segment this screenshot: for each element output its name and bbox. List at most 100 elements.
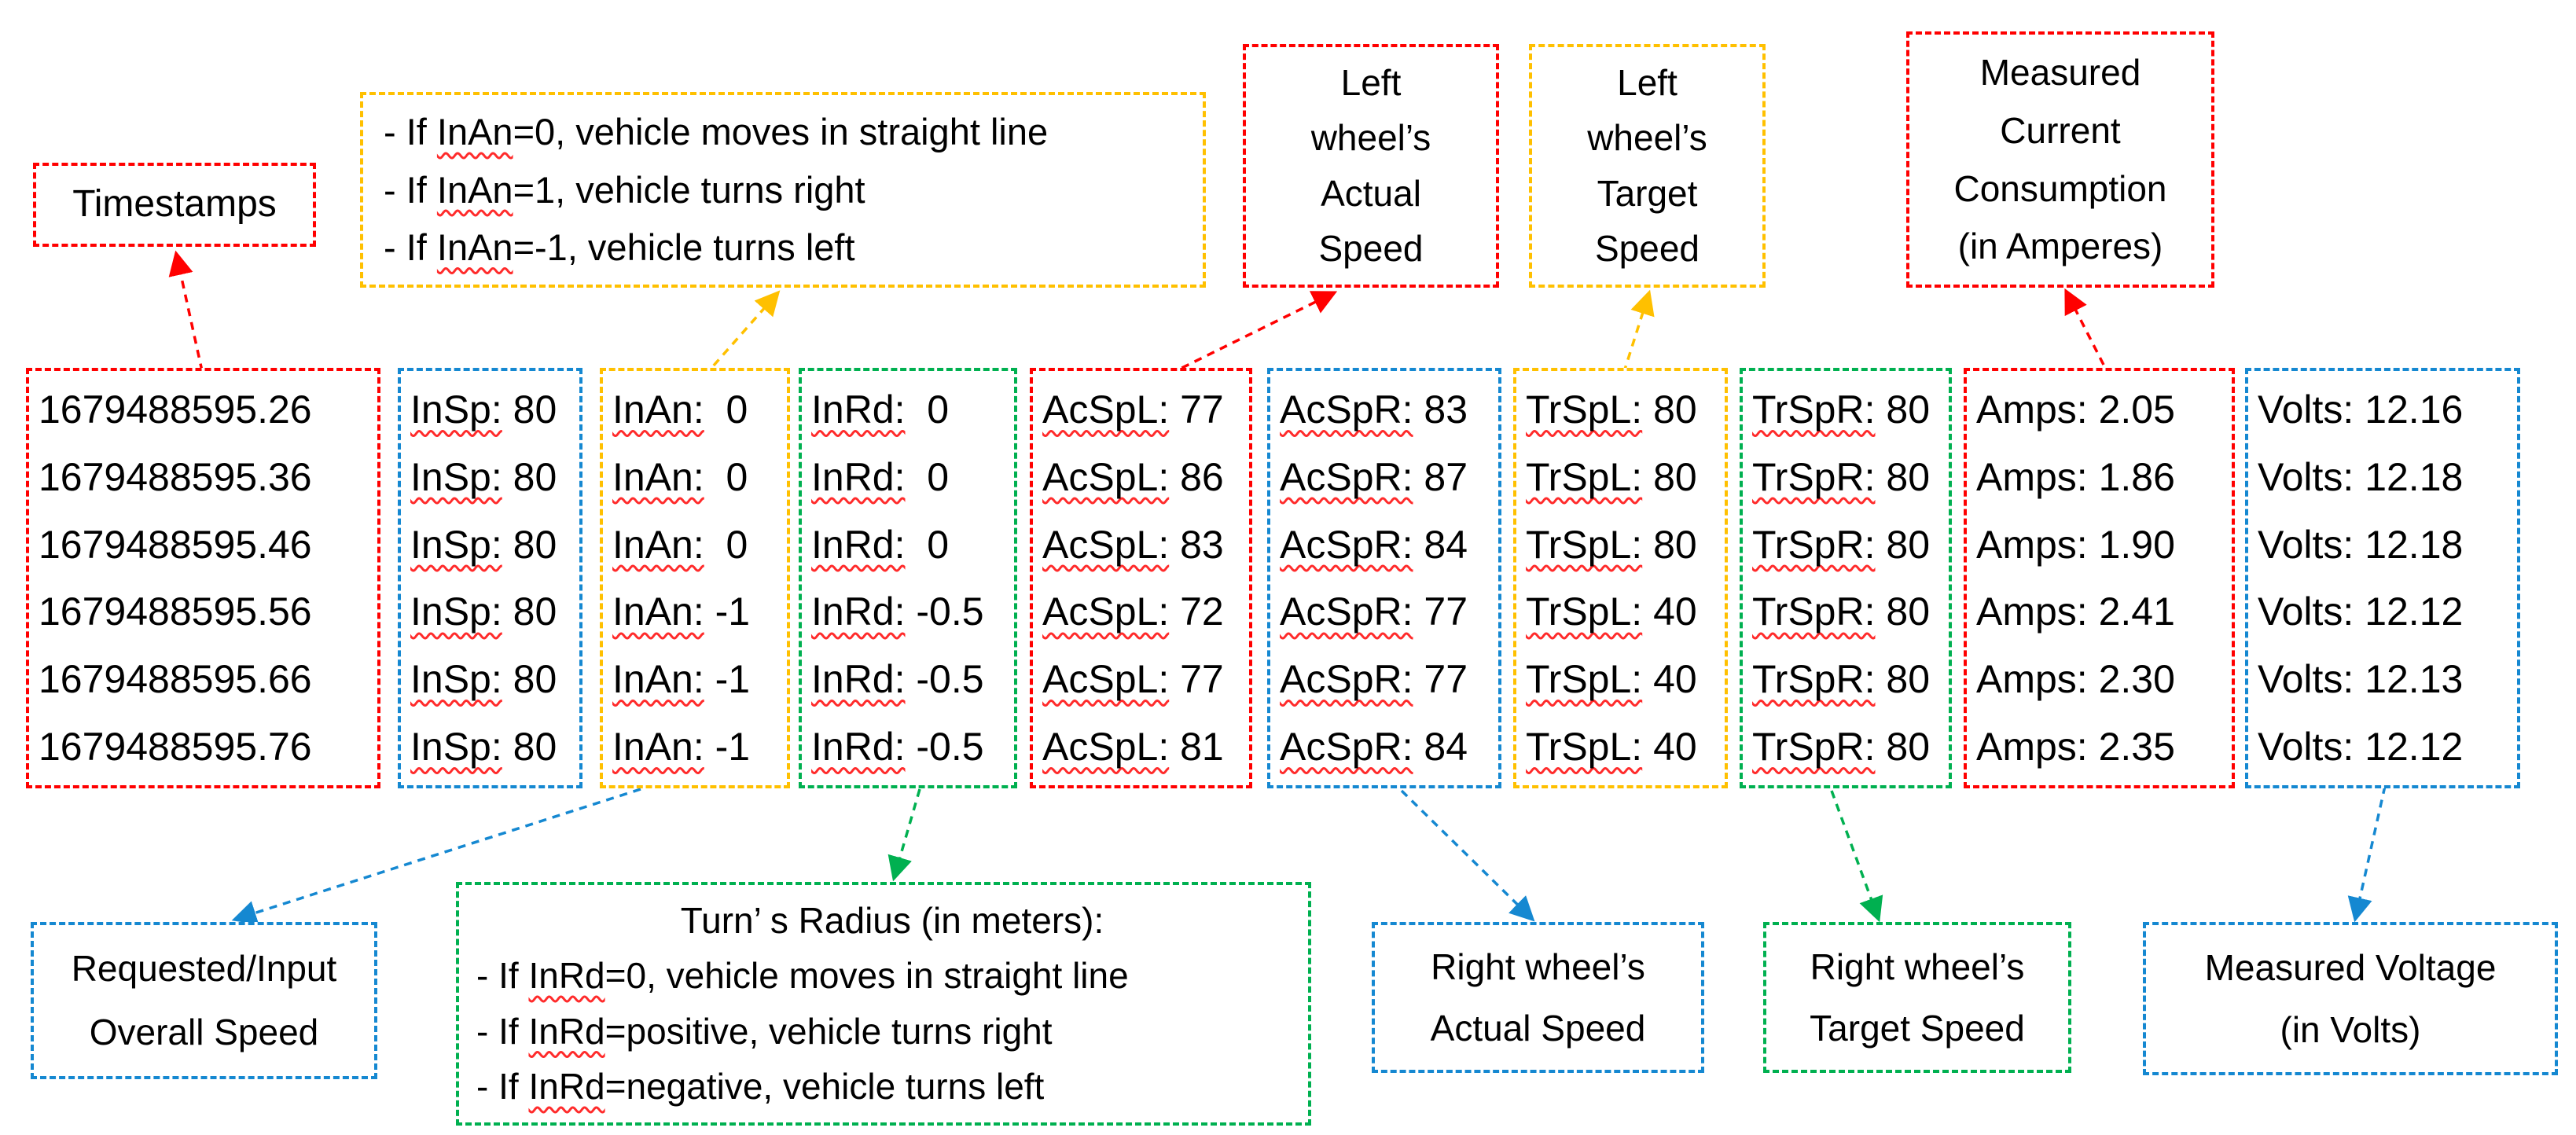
note-line: Speed bbox=[1594, 228, 1700, 270]
log-cell-label: InRd: bbox=[811, 725, 906, 770]
log-cell: 1679488595.66 bbox=[29, 659, 377, 699]
note-line: Overall Speed bbox=[89, 1012, 319, 1053]
note-line: - If InAn=1, vehicle turns right bbox=[384, 168, 865, 211]
log-cell-value: 80 bbox=[1875, 387, 1931, 432]
log-cell-value: 0 bbox=[905, 522, 950, 567]
log-cell: TrSpR: 80 bbox=[1743, 727, 1949, 766]
note-line: Actual bbox=[1321, 172, 1421, 214]
log-cell: InSp: 80 bbox=[401, 457, 579, 497]
log-cell-label: InSp: bbox=[410, 590, 502, 634]
log-cell: Amps: 1.86 bbox=[1967, 457, 2232, 497]
log-cell-label: TrSpL: bbox=[1526, 522, 1643, 567]
log-cell-value: 80 bbox=[1642, 387, 1697, 432]
log-cell-label: AcSpR: bbox=[1280, 454, 1413, 499]
log-cell-label: TrSpR: bbox=[1752, 657, 1876, 702]
log-cell: InRd: 0 bbox=[802, 525, 1014, 564]
log-cell-value: 12.12 bbox=[2354, 725, 2464, 770]
log-cell: TrSpR: 80 bbox=[1743, 390, 1949, 429]
log-cell: TrSpR: 80 bbox=[1743, 592, 1949, 631]
log-cell-value: 2.30 bbox=[2087, 657, 2175, 702]
log-cell-label: InSp: bbox=[410, 657, 502, 702]
log-cell-value: 0 bbox=[704, 522, 748, 567]
log-cell-label: Volts: bbox=[2258, 590, 2354, 634]
log-cell: TrSpL: 40 bbox=[1516, 592, 1725, 631]
note-inan-rules: - If InAn=0, vehicle moves in straight l… bbox=[360, 92, 1206, 288]
log-cell: InRd: -0.5 bbox=[802, 659, 1014, 699]
log-cell: InAn: -1 bbox=[603, 727, 787, 766]
log-cell-value: 0 bbox=[905, 387, 950, 432]
log-cell-label: InAn: bbox=[612, 725, 704, 770]
log-cell: AcSpL: 86 bbox=[1033, 457, 1249, 497]
log-cell-value: 80 bbox=[502, 522, 557, 567]
log-cell-value: 87 bbox=[1413, 454, 1468, 499]
log-cell: TrSpL: 80 bbox=[1516, 525, 1725, 564]
note-line: - If InRd=negative, vehicle turns left bbox=[476, 1066, 1045, 1107]
note-line: Left bbox=[1340, 61, 1402, 103]
log-cell-value: 83 bbox=[1169, 522, 1224, 567]
note-left-wheel-actual-speed: Left wheel’s Actual Speed bbox=[1243, 44, 1499, 288]
log-cell-label: InAn: bbox=[612, 522, 704, 567]
log-cell: InRd: -0.5 bbox=[802, 727, 1014, 766]
log-cell-label: TrSpR: bbox=[1752, 387, 1876, 432]
log-cell-label: TrSpR: bbox=[1752, 590, 1876, 634]
log-cell-value: 0 bbox=[704, 387, 748, 432]
log-cell-value: 84 bbox=[1413, 725, 1468, 770]
log-cell-label: InRd: bbox=[811, 657, 906, 702]
misspelled-word: InRd bbox=[528, 955, 605, 997]
log-cell-label: Volts: bbox=[2258, 657, 2354, 702]
arrow-amps bbox=[2064, 288, 2105, 365]
log-cell: TrSpR: 80 bbox=[1743, 525, 1949, 564]
log-cell-value: 1.86 bbox=[2087, 454, 2175, 499]
log-cell-label: Volts: bbox=[2258, 725, 2354, 770]
log-cell: Amps: 2.41 bbox=[1967, 592, 2232, 631]
note-right-wheel-actual-speed: Right wheel’s Actual Speed bbox=[1372, 922, 1704, 1073]
note-line: - If InAn=-1, vehicle turns left bbox=[384, 226, 855, 268]
log-cell-value: 0 bbox=[704, 454, 748, 499]
log-cell-label: Amps: bbox=[1976, 590, 2088, 634]
note-line: Measured bbox=[1979, 52, 2141, 94]
log-cell-label: AcSpL: bbox=[1042, 725, 1170, 770]
log-cell-label: AcSpR: bbox=[1280, 590, 1413, 634]
log-cell-label: AcSpL: bbox=[1042, 454, 1170, 499]
log-cell-value: -1 bbox=[704, 657, 751, 702]
log-cell-label: Amps: bbox=[1976, 387, 2088, 432]
log-cell: InAn: -1 bbox=[603, 659, 787, 699]
log-cell: InSp: 80 bbox=[401, 659, 579, 699]
log-cell-value: 1679488595.66 bbox=[39, 657, 312, 702]
log-cell-value: 81 bbox=[1169, 725, 1224, 770]
note-title: Turn’ s Radius (in meters): bbox=[680, 899, 1104, 941]
note-line: Target bbox=[1597, 172, 1698, 214]
log-cell-value: 40 bbox=[1642, 657, 1697, 702]
arrow-trspr bbox=[1830, 790, 1883, 923]
log-cell-value: 40 bbox=[1642, 590, 1697, 634]
log-cell: InSp: 80 bbox=[401, 592, 579, 631]
log-cell-label: AcSpL: bbox=[1042, 590, 1170, 634]
misspelled-word: InAn bbox=[436, 111, 513, 153]
log-cell: InAn: 0 bbox=[603, 525, 787, 564]
arrow-volts bbox=[2347, 785, 2387, 923]
log-cell-label: TrSpR: bbox=[1752, 725, 1876, 770]
log-cell-label: InAn: bbox=[612, 387, 704, 432]
log-cell-value: 0 bbox=[905, 454, 950, 499]
log-cell-value: 80 bbox=[502, 387, 557, 432]
log-cell-value: 80 bbox=[1875, 657, 1931, 702]
log-cell-value: 80 bbox=[1875, 725, 1931, 770]
log-cell-value: 12.16 bbox=[2354, 387, 2464, 432]
log-cell: InRd: 0 bbox=[802, 457, 1014, 497]
log-cell-label: TrSpL: bbox=[1526, 387, 1643, 432]
log-cell: Volts: 12.18 bbox=[2248, 457, 2517, 497]
note-line: Right wheel’s bbox=[1810, 946, 2025, 987]
log-cell-value: -0.5 bbox=[905, 657, 984, 702]
log-cell: InSp: 80 bbox=[401, 390, 579, 429]
log-cell: TrSpL: 40 bbox=[1516, 727, 1725, 766]
log-cell: AcSpL: 77 bbox=[1033, 659, 1249, 699]
log-cell-label: InRd: bbox=[811, 522, 906, 567]
log-cell: Volts: 12.12 bbox=[2248, 592, 2517, 631]
log-cell-label: Amps: bbox=[1976, 522, 2088, 567]
log-cell-label: Amps: bbox=[1976, 657, 2088, 702]
log-cell-value: 80 bbox=[502, 590, 557, 634]
